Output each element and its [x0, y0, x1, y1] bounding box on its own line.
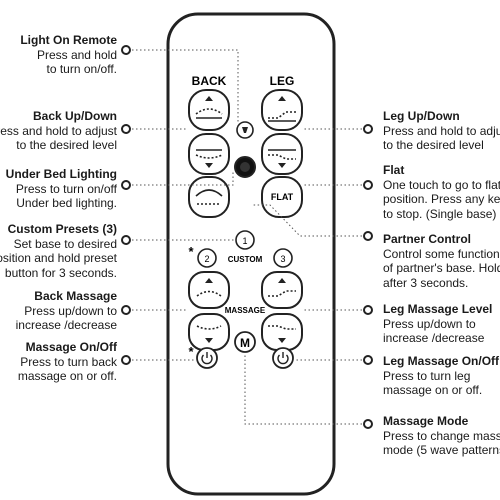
- callout-partner-control: Partner Control Control some functions o…: [383, 232, 500, 290]
- light-icon: [242, 127, 248, 133]
- back-up-button[interactable]: [188, 89, 230, 131]
- callout-title: Leg Massage Level: [383, 302, 493, 316]
- massage-asterisk: *: [188, 344, 194, 359]
- callout-leg-massage-level: Leg Massage Level Press up/down to incre…: [383, 302, 492, 346]
- svg-text:3: 3: [280, 254, 285, 264]
- back-massage-up-button[interactable]: [188, 271, 230, 309]
- callout-flat: Flat One touch to go to flat position. P…: [383, 163, 500, 221]
- callout-title: Under Bed Lighting: [5, 167, 117, 181]
- callout-text: Press to change massage: [383, 428, 500, 443]
- massage-label: MASSAGE: [225, 306, 266, 315]
- leg-down-button[interactable]: [261, 133, 303, 175]
- callout-light-on-remote: Light On Remote Press and hold to turn o…: [20, 33, 117, 77]
- leg-massage-up-button[interactable]: [261, 271, 303, 309]
- callout-text: mode (5 wave patterns): [383, 443, 500, 457]
- power-icon: [201, 354, 213, 365]
- custom-label: CUSTOM: [228, 255, 263, 264]
- flat-label: FLAT: [271, 192, 294, 202]
- back-label: BACK: [192, 74, 227, 88]
- callout-text: Press to turn leg: [383, 368, 471, 383]
- callout-leg-up-down: Leg Up/Down Press and hold to adjust to …: [383, 109, 500, 153]
- back-massage-power-button[interactable]: [196, 347, 218, 369]
- leg-massage-down-button[interactable]: [261, 313, 303, 351]
- arrow-down-icon: [278, 163, 286, 168]
- callout-custom-presets: Custom Presets (3) Set base to desired p…: [0, 222, 117, 280]
- callout-dots: [121, 45, 373, 429]
- leg-label: LEG: [270, 74, 295, 88]
- callout-text: Press and hold: [36, 47, 117, 62]
- callout-text: position. Press any key: [383, 192, 500, 206]
- callout-text: massage on or off.: [383, 383, 483, 397]
- leader-lines: [128, 49, 366, 425]
- power-icon: [277, 354, 289, 365]
- callout-text: Set base to desired: [13, 236, 117, 251]
- callout-massage-on-off: Massage On/Off Press to turn back massag…: [18, 340, 117, 384]
- callout-text: Press up/down to: [383, 316, 476, 331]
- arrow-up-icon: [278, 96, 286, 101]
- back-flat-button[interactable]: [188, 176, 230, 218]
- callout-text: massage on or off.: [17, 369, 117, 383]
- callout-text: after 3 seconds.: [383, 275, 469, 290]
- callout-text: to turn on/off.: [46, 62, 118, 76]
- callout-text: button for 3 seconds.: [4, 265, 117, 280]
- callout-text: Press and hold to adjust: [383, 123, 500, 138]
- svg-text:2: 2: [204, 254, 209, 264]
- massage-mode-button[interactable]: M: [234, 331, 256, 353]
- leg-up-button[interactable]: [261, 89, 303, 131]
- callout-title: Back Up/Down: [32, 109, 117, 123]
- callout-text: Press and hold to adjust: [0, 123, 117, 138]
- back-down-button[interactable]: [188, 133, 230, 175]
- preset-asterisk: *: [188, 244, 194, 259]
- callout-back-up-down: Back Up/Down Press and hold to adjust to…: [0, 109, 117, 153]
- callout-text: to stop. (Single base): [383, 206, 497, 221]
- callout-title: Custom Presets (3): [7, 222, 117, 236]
- callout-title: Back Massage: [34, 289, 117, 303]
- callout-text: Press to turn on/off: [15, 181, 117, 196]
- arrow-up-icon: [205, 278, 213, 283]
- callout-text: One touch to go to flat: [383, 177, 500, 192]
- callout-text: increase /decrease: [15, 318, 117, 332]
- flat-button[interactable]: FLAT: [261, 176, 303, 218]
- callout-text: to the desired level: [383, 138, 484, 152]
- callout-text: increase /decrease: [383, 331, 485, 345]
- callout-title: Massage On/Off: [25, 340, 117, 354]
- preset-3-button[interactable]: 3: [273, 248, 293, 268]
- svg-text:1: 1: [242, 236, 247, 246]
- callout-text: of partner's base. Hold: [383, 261, 500, 275]
- callout-title: Flat: [383, 163, 405, 177]
- arrow-up-icon: [278, 278, 286, 283]
- back-massage-down-button[interactable]: [188, 313, 230, 351]
- callout-under-bed-lighting: Under Bed Lighting Press to turn on/off …: [6, 167, 117, 211]
- callout-massage-mode: Massage Mode Press to change massage mod…: [383, 414, 500, 458]
- preset-1-button[interactable]: 1: [235, 230, 255, 250]
- arrow-down-icon: [278, 338, 286, 343]
- arrow-down-icon: [205, 338, 213, 343]
- callout-text: Under bed lighting.: [16, 196, 117, 210]
- callout-title: Leg Up/Down: [383, 109, 460, 123]
- callout-text: Control some functions: [383, 246, 500, 261]
- remote-light-button[interactable]: [236, 121, 254, 139]
- callout-title: Light On Remote: [20, 33, 117, 47]
- callout-title: Massage Mode: [383, 414, 469, 428]
- callout-text: position and hold preset: [0, 251, 117, 265]
- callout-text: to the desired level: [16, 138, 117, 152]
- under-bed-light-button[interactable]: [234, 156, 256, 178]
- callout-title: Leg Massage On/Off: [383, 354, 500, 368]
- callout-back-massage: Back Massage Press up/down to increase /…: [16, 289, 117, 333]
- svg-text:M: M: [240, 336, 250, 350]
- leg-massage-power-button[interactable]: [272, 347, 294, 369]
- callout-title: Partner Control: [383, 232, 472, 246]
- preset-2-button[interactable]: 2: [197, 248, 217, 268]
- callout-text: Press to turn back: [20, 354, 117, 369]
- arrow-up-icon: [205, 96, 213, 101]
- callout-text: Press up/down to: [24, 303, 117, 318]
- callout-leg-massage-on-off: Leg Massage On/Off Press to turn leg mas…: [383, 354, 499, 398]
- arrow-down-icon: [205, 163, 213, 168]
